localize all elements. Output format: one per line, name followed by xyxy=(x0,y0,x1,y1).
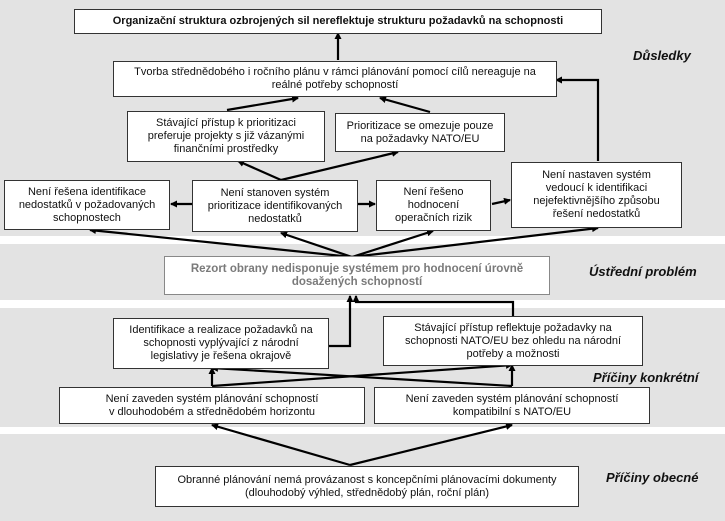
box-org-struktura: Organizační struktura ozbrojených sil ne… xyxy=(74,9,602,34)
arrow-provazanost-to-kompatibilni xyxy=(349,423,513,467)
arrow-reflektuje-to-rezort xyxy=(352,295,515,316)
box-stavajici-pristup: Stávající přístup k prioritizaci preferu… xyxy=(127,111,325,162)
box-provazanost: Obranné plánování nemá provázanost s kon… xyxy=(155,466,579,507)
arrow-hodnoceni-to-system xyxy=(491,197,511,206)
box-prioritizace-nato: Prioritizace se omezuje pouze na požadav… xyxy=(335,113,505,152)
arrow-rezort-to-system xyxy=(351,225,599,259)
section-label-dusledky: Důsledky xyxy=(633,48,691,63)
arrow-prioritizace-to-nato xyxy=(280,149,399,182)
box-legislativa: Identifikace a realizace požadavků na sc… xyxy=(113,318,329,369)
section-label-priciny-konkretni: Příčiny konkrétní xyxy=(593,370,699,385)
arrow-horizont-to-reflektuje xyxy=(211,361,513,388)
section-label-ustredni: Ústřední problém xyxy=(589,264,697,279)
arrow-stavajici-to-tvorba xyxy=(226,95,299,112)
box-system-identifikace: Není nastaven systém vedoucí k identifik… xyxy=(511,162,682,228)
box-tvorba-planu: Tvorba střednědobého i ročního plánu v r… xyxy=(113,61,557,97)
arrow-system-to-tvorba xyxy=(555,76,600,161)
arrow-kompatibilni-to-legislativa xyxy=(211,364,513,388)
box-hodnoceni-rizik: Není řešeno hodnocení operačních rizik xyxy=(376,180,491,231)
arrow-prioritizace-to-stavajici xyxy=(237,159,282,182)
box-system-horizont: Není zaveden systém plánování schopností… xyxy=(59,387,365,424)
box-identifikace-nedostatku: Není řešena identifikace nedostatků v po… xyxy=(4,180,170,230)
section-label-priciny-obecne: Příčiny obecné xyxy=(606,470,699,485)
arrow-rezort-to-prioritizace xyxy=(280,231,353,259)
arrow-nato-to-tvorba xyxy=(379,96,431,114)
box-system-kompatibilni: Není zaveden systém plánování schopností… xyxy=(374,387,650,424)
arrow-rezort-to-hodnoceni xyxy=(351,229,434,259)
box-stavajici-reflektuje: Stávající přístup reflektuje požadavky n… xyxy=(383,316,643,366)
box-system-prioritizace: Není stanoven systém prioritizace identi… xyxy=(192,180,358,232)
box-rezort-obrany: Rezort obrany nedisponuje systémem pro h… xyxy=(164,256,550,295)
arrow-rezort-to-identifikace xyxy=(89,227,353,259)
arrow-provazanost-to-horizont xyxy=(211,423,351,467)
